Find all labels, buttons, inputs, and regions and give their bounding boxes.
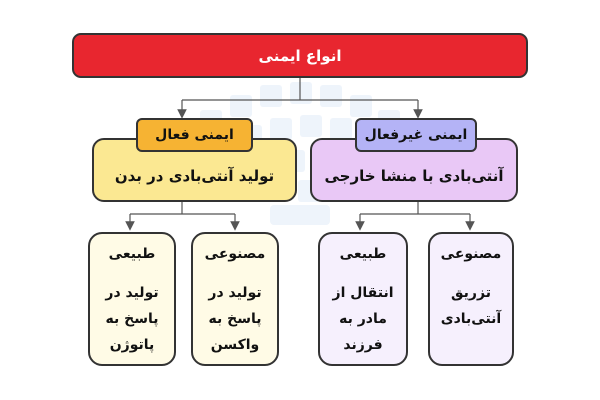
passive-natural-body: انتقال از مادر به فرزند <box>333 280 394 358</box>
card-line: تولید در <box>105 285 159 301</box>
active-artificial-body: تولید در پاسخ به واکسن <box>208 280 261 358</box>
active-artificial-card: مصنوعی تولید در پاسخ به واکسن <box>191 232 279 366</box>
passive-immunity-panel: آنتی‌بادی با منشا خارجی <box>310 138 518 202</box>
card-line: فرزند <box>343 337 383 353</box>
card-line: انتقال از <box>332 285 394 301</box>
card-line: واکسن <box>210 337 260 353</box>
passive-artificial-card: مصنوعی تزریق آنتی‌بادی <box>428 232 514 366</box>
card-line: آنتی‌بادی <box>440 311 502 327</box>
active-immunity-heading-text: ایمنی فعال <box>155 127 234 143</box>
card-line: پاسخ به <box>105 311 159 327</box>
active-natural-card: طبیعی تولید در پاسخ به پاتوژن <box>88 232 176 366</box>
diagram-title: انواع ایمنی <box>72 33 528 78</box>
active-natural-title: طبیعی <box>108 246 156 262</box>
active-natural-body: تولید در پاسخ به پاتوژن <box>105 280 158 358</box>
card-line: تولید در <box>208 285 262 301</box>
passive-natural-title: طبیعی <box>339 246 387 262</box>
active-artificial-title: مصنوعی <box>204 246 266 262</box>
active-immunity-description: تولید آنتی‌بادی در بدن <box>114 167 275 185</box>
passive-immunity-heading-text: ایمنی غیرفعال <box>364 127 468 143</box>
passive-artificial-title: مصنوعی <box>440 246 502 262</box>
passive-immunity-description: آنتی‌بادی با منشا خارجی <box>324 167 504 185</box>
card-line: پاتوژن <box>109 337 155 353</box>
passive-artificial-body: تزریق آنتی‌بادی <box>441 280 501 332</box>
card-line: مادر به <box>339 311 387 327</box>
active-immunity-heading: ایمنی فعال <box>136 118 253 152</box>
card-line: پاسخ به <box>208 311 262 327</box>
diagram-title-text: انواع ایمنی <box>258 46 342 65</box>
passive-natural-card: طبیعی انتقال از مادر به فرزند <box>318 232 408 366</box>
passive-immunity-heading: ایمنی غیرفعال <box>355 118 477 152</box>
card-line: تزریق <box>451 285 491 301</box>
